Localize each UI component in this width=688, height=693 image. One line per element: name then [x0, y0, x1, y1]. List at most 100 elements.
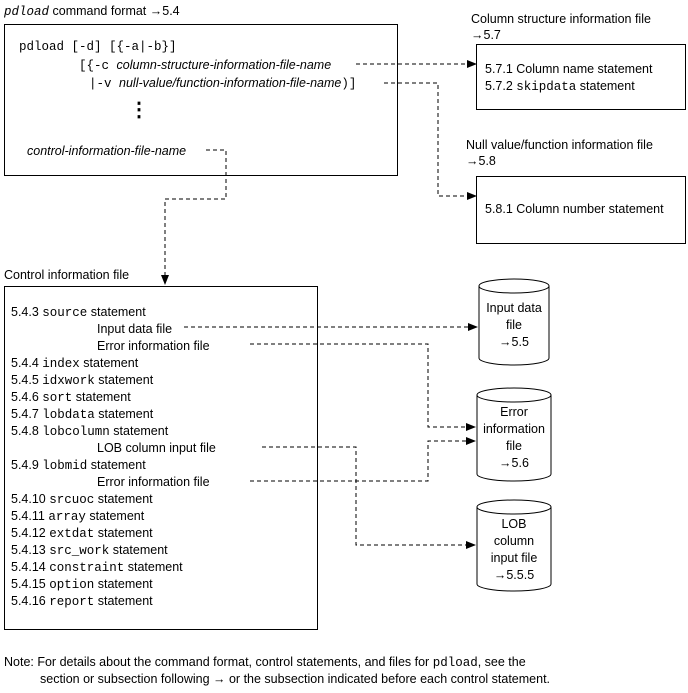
control-statement-report: 5.4.16 report statement: [11, 594, 153, 609]
command-line-3-suffix: )]: [341, 77, 357, 91]
statement-label: statement: [127, 560, 183, 574]
statement-number: 5.4.12: [11, 526, 46, 540]
footnote-prefix: Note: For details about the command form…: [4, 655, 433, 669]
column-number-statement: 5.8.1 Column number statement: [485, 202, 664, 216]
null-value-file-name-param: null-value/function-information-file-nam…: [119, 76, 342, 90]
null-value-title: Null value/function information file: [466, 138, 653, 152]
control-statement-lobmid: 5.4.9 lobmid statement: [11, 458, 146, 473]
skipdata-keyword: skipdata: [516, 80, 577, 94]
statement-label: statement: [97, 526, 153, 540]
control-statement-lobdata: 5.4.7 lobdata statement: [11, 407, 153, 422]
control-info-subitem: Error information file: [97, 339, 210, 353]
statement-number: 5.4.9: [11, 458, 39, 472]
control-statement-array: 5.4.11 array statement: [11, 509, 144, 524]
error-info-file-store: Error information file →5.6: [476, 404, 552, 472]
footnote-line-1: Note: For details about the command form…: [4, 654, 684, 671]
control-info-subitem: Error information file: [97, 475, 210, 489]
lob-input-file-ref: →5.5.5: [493, 568, 535, 582]
statement-number: 5.4.11: [11, 509, 45, 523]
statement-label: statement: [75, 390, 131, 404]
statement-label: statement: [97, 492, 153, 506]
command-line-1: pdload [-d] [{-a|-b}]: [19, 40, 177, 54]
statement-number: 5.4.13: [11, 543, 46, 557]
statement-keyword: constraint: [49, 561, 125, 575]
lob-input-file-label-3: input file: [490, 551, 538, 565]
control-info-subitem: LOB column input file: [97, 441, 216, 455]
statement-label: statement: [90, 458, 146, 472]
statement-keyword: array: [48, 510, 86, 524]
control-info-file-name-param: control-information-file-name: [27, 144, 187, 158]
input-data-file-store: Input data file →5.5: [478, 300, 550, 351]
statement-number: 5.4.15: [11, 577, 46, 591]
statement-keyword: src_work: [49, 544, 110, 558]
statement-label: statement: [113, 424, 169, 438]
skipdata-statement-num: 5.7.2: [485, 79, 513, 93]
null-value-ref: →5.8: [466, 154, 496, 168]
control-statement-src_work: 5.4.13 src_work statement: [11, 543, 168, 558]
statement-keyword: idxwork: [42, 374, 95, 388]
statement-label: statement: [89, 509, 145, 523]
statement-label: statement: [90, 305, 146, 319]
column-name-statement: 5.7.1 Column name statement: [485, 62, 653, 76]
statement-number: 5.4.10: [11, 492, 46, 506]
lob-cylinder-outline: [476, 499, 552, 592]
arrow-lobmid-error-to-error-file: [250, 437, 476, 482]
null-value-box: 5.8.1 Column number statement: [476, 176, 686, 244]
control-statement-source: 5.4.3 source statement: [11, 305, 146, 320]
statement-number: 5.4.4: [11, 356, 39, 370]
footnote-line-1-suffix: , see the: [477, 655, 526, 669]
statement-number: 5.4.7: [11, 407, 39, 421]
control-statement-option: 5.4.15 option statement: [11, 577, 153, 592]
control-statement-extdat: 5.4.12 extdat statement: [11, 526, 153, 541]
input-data-cylinder-outline: [478, 278, 550, 366]
statement-number: 5.4.16: [11, 594, 46, 608]
arrow-to-control-info: [161, 149, 227, 285]
statement-keyword: option: [49, 578, 95, 592]
lob-input-file-label-1: LOB: [501, 517, 527, 531]
input-data-file-label-2: file: [506, 318, 522, 332]
statement-label: statement: [98, 373, 154, 387]
column-structure-file-name-param: column-structure-information-file-name: [116, 58, 332, 72]
statement-keyword: extdat: [49, 527, 95, 541]
statement-keyword: lobmid: [42, 459, 88, 473]
footnote-command: pdload: [432, 656, 478, 670]
arrow-to-null-value: [384, 82, 477, 200]
control-info-title: Control information file: [4, 268, 130, 282]
statement-number: 5.4.3: [11, 305, 39, 319]
control-statement-idxwork: 5.4.5 idxwork statement: [11, 373, 153, 388]
error-info-file-label-2: information: [483, 422, 545, 436]
input-data-file-ref: →5.5: [499, 335, 529, 349]
error-info-file-ref: →5.6: [499, 456, 529, 470]
command-line-2: [{-c column-structure-information-file-n…: [79, 58, 331, 73]
statement-number: 5.4.14: [11, 560, 46, 574]
ellipsis-icon: ⋮: [129, 99, 149, 121]
control-statement-constraint: 5.4.14 constraint statement: [11, 560, 183, 575]
control-statement-lobcolumn: 5.4.8 lobcolumn statement: [11, 424, 168, 439]
column-structure-title: Column structure information file: [471, 12, 651, 26]
statement-keyword: report: [49, 595, 95, 609]
command-line-2-prefix: [{-c: [79, 59, 117, 73]
error-info-cylinder-outline: [476, 387, 552, 482]
statement-number: 5.4.5: [11, 373, 39, 387]
statement-keyword: index: [42, 357, 80, 371]
command-format-header: pdload command format →5.4: [4, 4, 180, 19]
header-command-text: command format →5.4: [52, 4, 180, 18]
command-line-3-prefix: |-v: [89, 77, 120, 91]
arrow-to-lob-input-file: [262, 446, 476, 549]
footnote-line-2: section or subsection following → or the…: [40, 672, 551, 686]
input-data-file-label-1: Input data: [486, 301, 542, 315]
control-info-subitem: Input data file: [97, 322, 173, 336]
statement-number: 5.4.6: [11, 390, 39, 404]
control-statement-index: 5.4.4 index statement: [11, 356, 138, 371]
lob-input-file-label-2: column: [493, 534, 535, 548]
statement-keyword: sort: [42, 391, 73, 405]
statement-label: statement: [97, 594, 153, 608]
statement-label: statement: [97, 577, 153, 591]
control-statement-sort: 5.4.6 sort statement: [11, 390, 131, 405]
arrow-source-error-to-error-file: [250, 343, 476, 431]
statement-label: statement: [98, 407, 154, 421]
skipdata-statement-rest: statement: [579, 79, 635, 93]
command-line-3: |-v null-value/function-information-file…: [89, 76, 356, 91]
error-info-file-label-1: Error: [500, 405, 528, 419]
